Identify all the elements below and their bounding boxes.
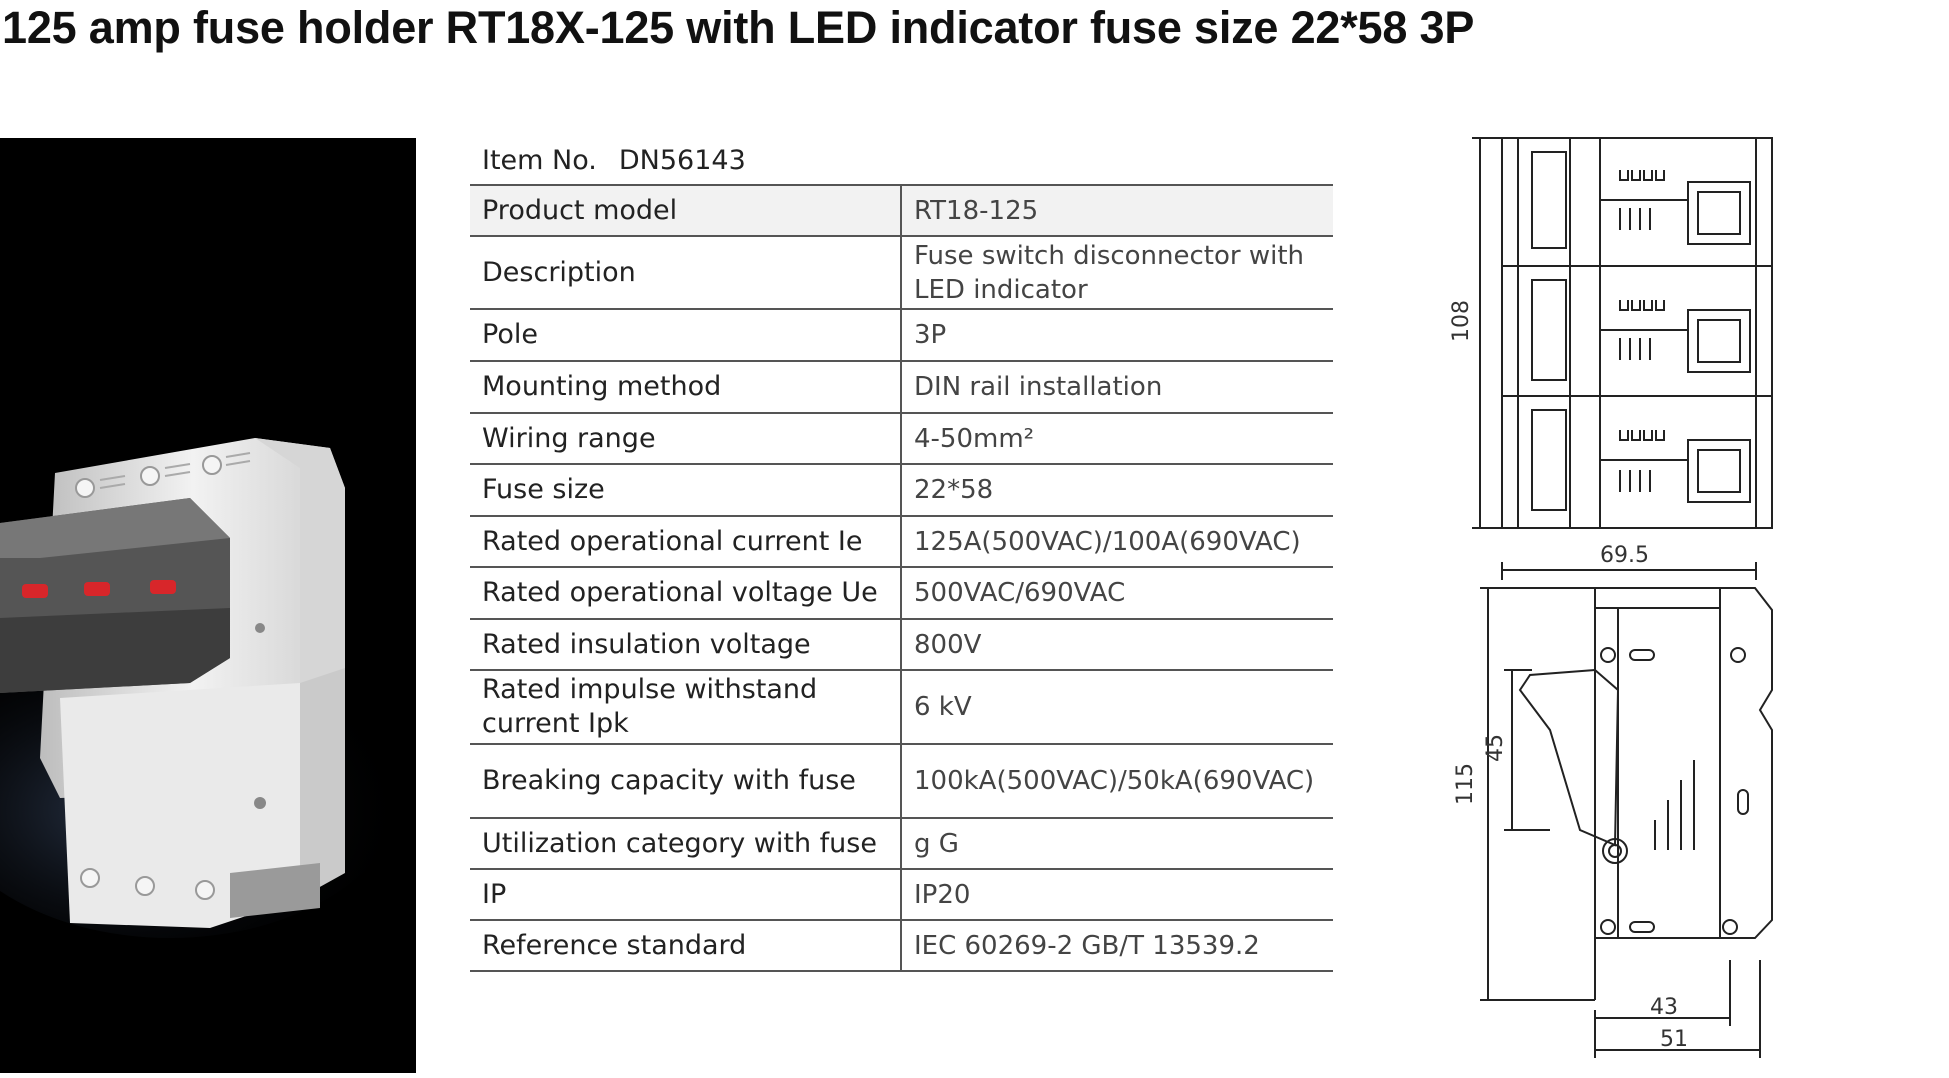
- table-row: Breaking capacity with fuse 100kA(500VAC)…: [470, 744, 1333, 818]
- spec-value: 22*58: [900, 464, 1333, 516]
- pole-detail: [1531, 151, 1751, 249]
- spec-value: IEC 60269-2 GB/T 13539.2: [900, 920, 1333, 971]
- fuse-holder-illustration: [0, 438, 410, 938]
- table-row: Rated operational current Ie 125A(500VAC)…: [470, 516, 1333, 567]
- specification-table: Item No. DN56143 Product model RT18-125 De…: [470, 138, 1333, 972]
- spec-value: 3P: [900, 309, 1333, 361]
- spec-value: g G: [900, 818, 1333, 869]
- dim-depth-inner: 43: [1650, 995, 1678, 1020]
- spec-key: Rated insulation voltage: [482, 628, 811, 660]
- spec-value: 100kA(500VAC)/50kA(690VAC): [900, 744, 1333, 818]
- table-row: Rated impulse withstand current Ipk 6 kV: [470, 670, 1333, 744]
- table-row: Mounting method DIN rail installation: [470, 361, 1333, 413]
- spec-key: Pole: [482, 319, 538, 350]
- spec-value: Fuse switch disconnector with LED indica…: [900, 236, 1333, 309]
- spec-key: IP: [482, 878, 507, 910]
- dim-handle: 45: [1483, 734, 1508, 762]
- dim-front-width: 69.5: [1600, 543, 1649, 568]
- table-row: Rated operational voltage Ue 500VAC/690VA…: [470, 567, 1333, 619]
- spec-key: Description: [482, 256, 636, 288]
- spec-key: Rated impulse withstand current Ipk: [482, 674, 818, 739]
- spec-key: Breaking capacity with fuse: [482, 765, 856, 796]
- table-row: Fuse size 22*58: [470, 464, 1333, 516]
- spec-key: Mounting method: [482, 371, 722, 402]
- spec-key: Reference standard: [482, 929, 747, 961]
- technical-drawing: 108 69.5 115 45 43 51: [1449, 137, 1773, 1058]
- item-number: Item No. DN56143: [470, 138, 1333, 184]
- dim-front-height: 108: [1449, 300, 1474, 342]
- table-row: Utilization category with fuse g G: [470, 818, 1333, 869]
- spec-key: Rated operational voltage Ue: [482, 577, 878, 608]
- item-number-label: Item No.: [482, 145, 597, 176]
- spec-key: Product model: [482, 194, 678, 226]
- table-row: Reference standard IEC 60269-2 GB/T 13539…: [470, 920, 1333, 971]
- spec-key: Fuse size: [482, 474, 605, 505]
- spec-key: Wiring range: [482, 422, 656, 454]
- spec-value: 500VAC/690VAC: [900, 567, 1333, 619]
- page-title: 125 amp fuse holder RT18X-125 with LED i…: [2, 2, 1475, 53]
- spec-value: 125A(500VAC)/100A(690VAC): [900, 516, 1333, 567]
- table-row: Description Fuse switch disconnector with…: [470, 236, 1333, 309]
- dimension-drawing: 108 69.5 115 45 43 51: [1420, 130, 1790, 1073]
- table-row: Wiring range 4-50mm²: [470, 413, 1333, 464]
- spec-value: 6 kV: [900, 670, 1333, 744]
- table-row: Rated insulation voltage 800V: [470, 619, 1333, 670]
- spec-value: DIN rail installation: [900, 361, 1333, 413]
- table-row: IP IP20: [470, 869, 1333, 920]
- dim-side-height: 115: [1453, 763, 1478, 805]
- spec-key: Rated operational current Ie: [482, 525, 863, 557]
- item-number-value: DN56143: [618, 145, 746, 176]
- table-row: Pole 3P: [470, 309, 1333, 361]
- spec-value: 800V: [900, 619, 1333, 670]
- spec-key: Utilization category with fuse: [482, 827, 877, 859]
- spec-value: RT18-125: [900, 185, 1333, 236]
- led-indicators: [22, 580, 176, 598]
- spec-value: 4-50mm²: [900, 413, 1333, 464]
- dim-depth-outer: 51: [1660, 1027, 1688, 1052]
- spec-value: IP20: [900, 869, 1333, 920]
- table-row: Product model RT18-125: [470, 185, 1333, 236]
- product-photo: [0, 138, 416, 1073]
